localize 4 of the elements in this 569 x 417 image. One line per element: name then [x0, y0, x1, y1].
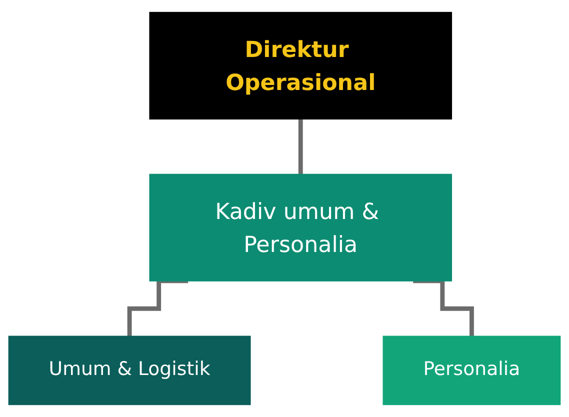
node-box: Personalia [382, 336, 561, 406]
node-box: Direktur Operasional [149, 12, 452, 120]
node-box: Umum & Logistik [8, 336, 251, 406]
node-box: Kadiv umum & Personalia [149, 174, 452, 282]
